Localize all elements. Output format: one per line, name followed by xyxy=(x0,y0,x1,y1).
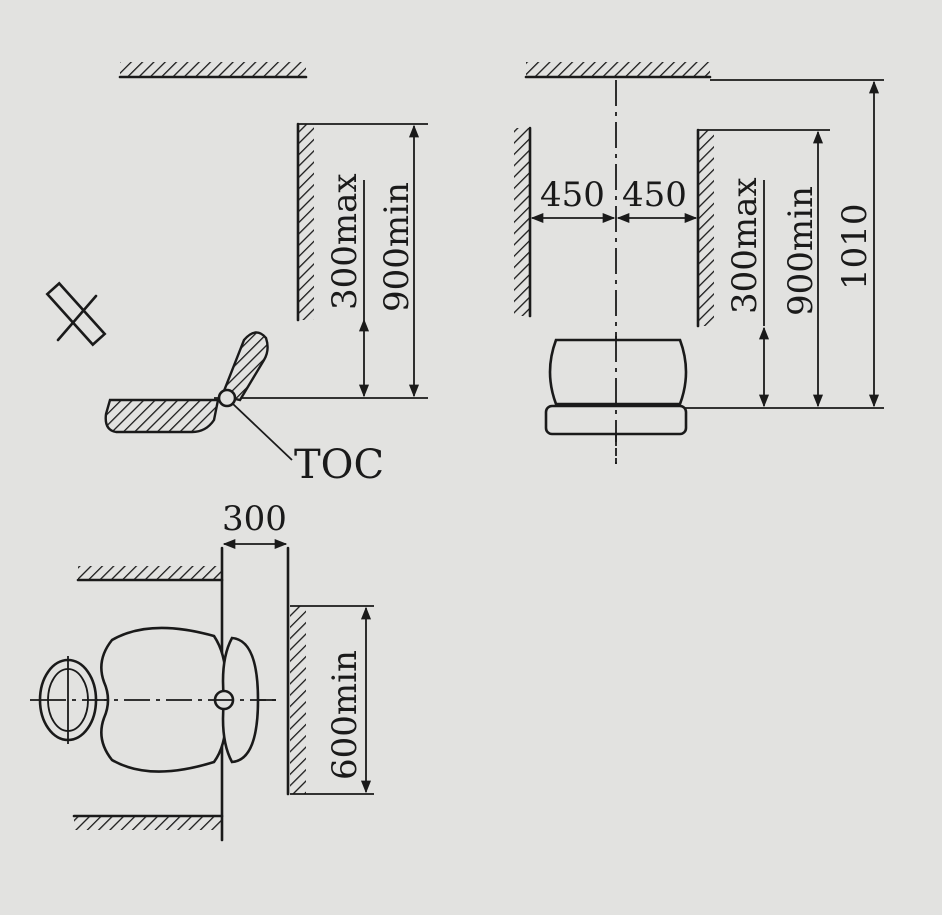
toilet-tank-front xyxy=(548,338,688,406)
label-450-left: 450 xyxy=(540,175,605,215)
front-ceiling-hatch xyxy=(526,62,710,76)
plan-view: 300 600min xyxy=(30,499,374,842)
plan-side-wall-hatch xyxy=(290,606,306,794)
label-900min-front: 900min xyxy=(781,186,821,316)
left-side-wall-hatch xyxy=(514,128,530,316)
right-side-wall-hatch xyxy=(698,130,714,326)
label-1010-front: 1010 xyxy=(835,203,875,290)
label-300max-side: 300max xyxy=(325,173,365,310)
toilet-lid-raised xyxy=(220,331,269,402)
back-wall-hatch xyxy=(298,124,314,320)
paper-roll-icon xyxy=(45,281,107,347)
side-view: 300max 900min TOC xyxy=(45,62,428,488)
label-toc: TOC xyxy=(294,442,384,488)
label-450-right: 450 xyxy=(622,175,687,215)
label-300-plan: 300 xyxy=(222,499,287,539)
label-300max-front: 300max xyxy=(725,177,765,314)
toilet-bowl-plan xyxy=(100,626,227,773)
ceiling-wall-hatch xyxy=(120,62,306,76)
label-900min-side: 900min xyxy=(377,182,417,312)
plan-top-wall-hatch xyxy=(78,566,222,580)
plan-bottom-wall-hatch xyxy=(74,816,222,830)
toilet-seat-side xyxy=(104,398,220,434)
front-view: 450 450 300max 900min 1010 xyxy=(514,62,884,464)
label-600min-plan: 600min xyxy=(325,650,365,780)
toc-pivot xyxy=(217,388,237,408)
